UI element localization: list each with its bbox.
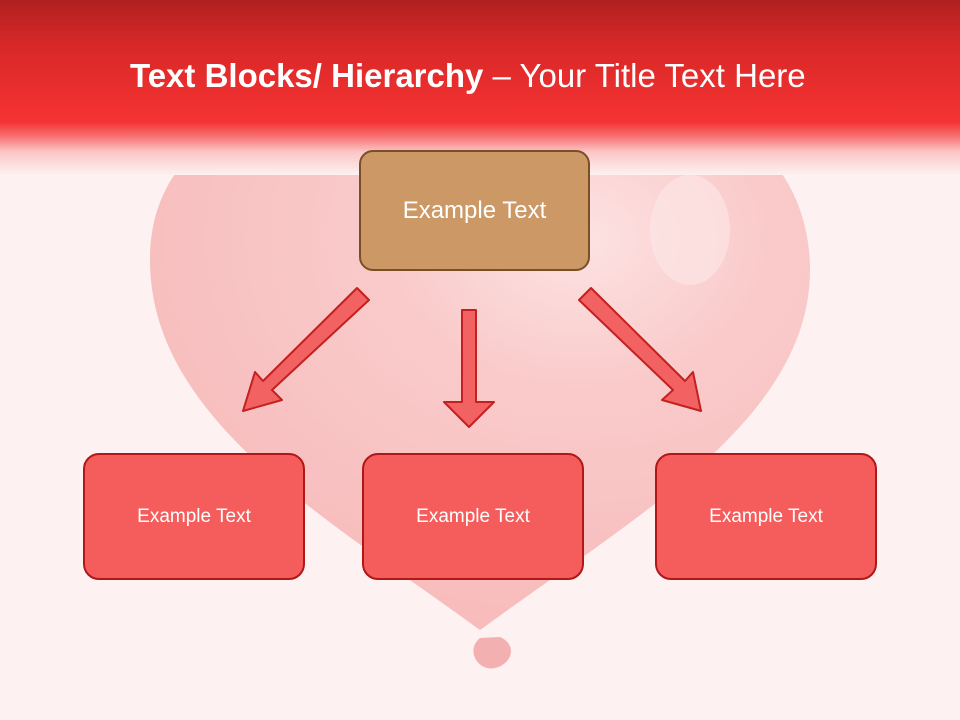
child-text-block-2[interactable]: Example Text xyxy=(362,453,584,580)
child-text-block-1[interactable]: Example Text xyxy=(83,453,305,580)
title-rest: – Your Title Text Here xyxy=(483,57,806,94)
top-text-block[interactable]: Example Text xyxy=(359,150,590,271)
title-bold: Text Blocks/ Hierarchy xyxy=(130,57,484,94)
arrow-down xyxy=(443,309,495,428)
arrow-left xyxy=(242,287,370,412)
title-bar xyxy=(0,0,960,175)
child-text-block-3[interactable]: Example Text xyxy=(655,453,877,580)
slide-title: Text Blocks/ Hierarchy – Your Title Text… xyxy=(130,52,930,100)
arrow-right xyxy=(578,287,702,412)
